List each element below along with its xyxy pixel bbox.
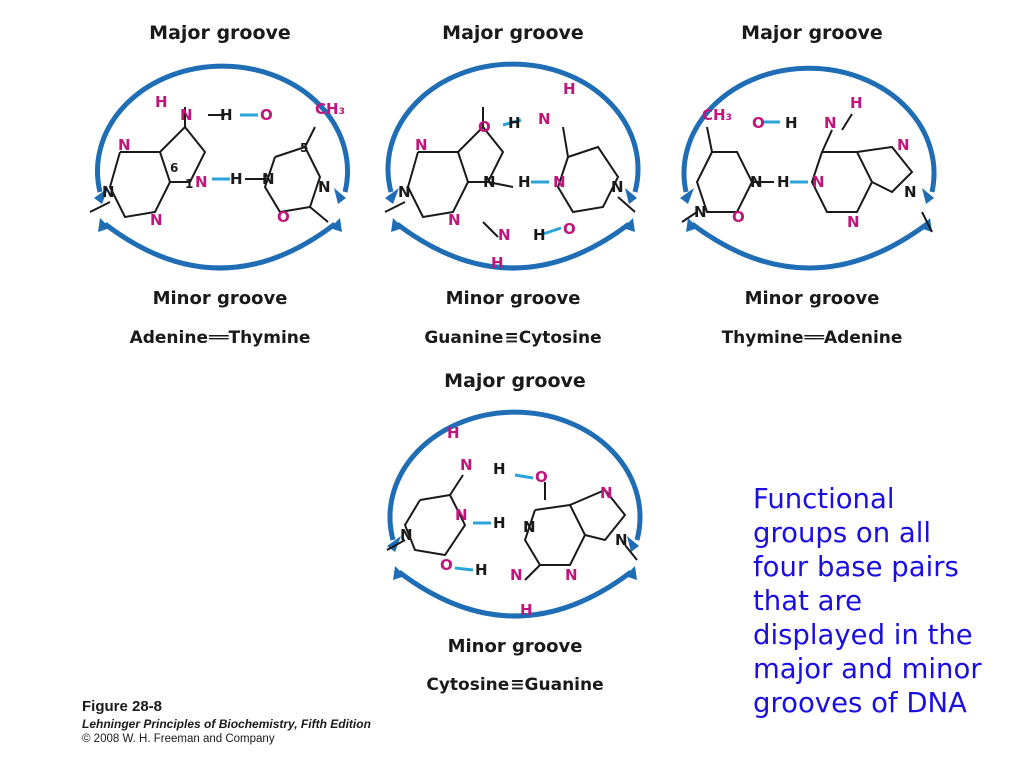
svg-text:H: H bbox=[447, 424, 460, 442]
svg-text:N: N bbox=[600, 484, 613, 502]
svg-text:H: H bbox=[220, 106, 233, 124]
adenine-thymine-structure: H N H O CH₃ N N H N N N O N 6 1 5 bbox=[89, 63, 350, 271]
cytosine-guanine-structure: H N H O N H N N O H N H N N N bbox=[386, 409, 643, 619]
svg-text:N: N bbox=[904, 183, 917, 201]
svg-text:N: N bbox=[498, 226, 511, 244]
svg-text:5: 5 bbox=[300, 141, 308, 155]
svg-text:H: H bbox=[785, 114, 798, 132]
svg-text:N: N bbox=[615, 531, 628, 549]
svg-text:N: N bbox=[565, 566, 578, 584]
svg-text:N: N bbox=[847, 213, 860, 231]
svg-text:N: N bbox=[750, 173, 763, 191]
svg-text:1: 1 bbox=[185, 177, 193, 191]
svg-text:O: O bbox=[535, 468, 548, 486]
svg-text:O: O bbox=[752, 114, 765, 132]
svg-text:O: O bbox=[277, 208, 290, 226]
svg-text:N: N bbox=[102, 183, 115, 201]
svg-text:N: N bbox=[150, 211, 163, 229]
svg-text:N: N bbox=[611, 178, 624, 196]
svg-text:N: N bbox=[694, 203, 707, 221]
svg-text:N: N bbox=[398, 183, 411, 201]
svg-text:H: H bbox=[508, 114, 521, 132]
caption-line: Functional bbox=[753, 483, 895, 515]
svg-text:N: N bbox=[448, 211, 461, 229]
svg-text:O: O bbox=[440, 556, 453, 574]
svg-text:O: O bbox=[260, 106, 273, 124]
caption-line: four base pairs bbox=[753, 551, 959, 583]
caption-line: grooves of DNA bbox=[753, 687, 967, 719]
book-title: Lehninger Principles of Biochemistry, Fi… bbox=[82, 717, 371, 731]
svg-text:O: O bbox=[478, 118, 491, 136]
major-groove-arrow bbox=[95, 63, 350, 193]
caption-line: displayed in the bbox=[753, 619, 973, 651]
svg-text:O: O bbox=[563, 220, 576, 238]
svg-text:CH₃: CH₃ bbox=[315, 100, 345, 118]
caption-line: major and minor bbox=[753, 653, 982, 685]
panel-cytosine-guanine: Major groove H N H O N H N N O bbox=[375, 370, 655, 700]
panel-adenine-thymine: Major groove H N H O CH₃ N N H bbox=[80, 22, 360, 352]
base-pair-label: Thymine══Adenine bbox=[721, 328, 903, 348]
svg-text:H: H bbox=[491, 254, 504, 272]
base-pair-label: Adenine══Thymine bbox=[129, 328, 311, 348]
svg-text:H: H bbox=[230, 170, 243, 188]
svg-text:H: H bbox=[563, 80, 576, 98]
svg-text:H: H bbox=[520, 601, 533, 619]
thymine-adenine-structure: CH₃ O H N H N H N N O N N N bbox=[680, 65, 937, 271]
svg-text:N: N bbox=[812, 173, 825, 191]
svg-text:H: H bbox=[518, 173, 531, 191]
svg-text:H: H bbox=[777, 173, 790, 191]
svg-text:N: N bbox=[262, 170, 275, 188]
svg-text:H: H bbox=[493, 460, 506, 478]
svg-text:CH₃: CH₃ bbox=[702, 106, 732, 124]
svg-text:H: H bbox=[850, 94, 863, 112]
svg-text:H: H bbox=[533, 226, 546, 244]
caption-line: groups on all bbox=[753, 517, 932, 549]
svg-text:N: N bbox=[455, 506, 468, 524]
major-groove-label: Major groove bbox=[444, 370, 586, 392]
svg-text:N: N bbox=[483, 173, 496, 191]
svg-text:N: N bbox=[460, 456, 473, 474]
svg-text:N: N bbox=[400, 526, 413, 544]
base-pair-label: Cytosine≡Guanine bbox=[426, 675, 604, 695]
major-groove-label: Major groove bbox=[149, 22, 291, 44]
svg-text:H: H bbox=[493, 514, 506, 532]
svg-text:H: H bbox=[475, 561, 488, 579]
svg-text:O: O bbox=[732, 208, 745, 226]
svg-text:N: N bbox=[897, 136, 910, 154]
svg-text:N: N bbox=[415, 136, 428, 154]
svg-text:N: N bbox=[510, 566, 523, 584]
minor-groove-label: Minor groove bbox=[152, 288, 288, 309]
svg-text:6: 6 bbox=[170, 161, 178, 175]
svg-text:N: N bbox=[118, 136, 131, 154]
figure-credit: Figure 28-8 Lehninger Principles of Bioc… bbox=[82, 698, 371, 745]
minor-groove-arrow bbox=[103, 222, 337, 271]
panel-thymine-adenine: Major groove CH₃ O H N H N H N bbox=[672, 22, 952, 352]
major-groove-label: Major groove bbox=[741, 22, 883, 44]
svg-text:H: H bbox=[155, 93, 168, 111]
minor-groove-label: Minor groove bbox=[744, 288, 880, 309]
caption-text: Functional groups on all four base pairs… bbox=[753, 482, 1021, 720]
svg-text:N: N bbox=[538, 110, 551, 128]
panel-guanine-cytosine: Major groove O H N H N N H N N bbox=[373, 22, 653, 352]
svg-text:N: N bbox=[195, 173, 208, 191]
guanine-cytosine-structure: O H N H N N H N N N N H O H N bbox=[384, 61, 641, 272]
copyright-text: © 2008 W. H. Freeman and Company bbox=[82, 733, 275, 745]
figure-number: Figure 28-8 bbox=[82, 698, 163, 715]
svg-text:N: N bbox=[318, 178, 331, 196]
svg-text:N: N bbox=[824, 114, 837, 132]
svg-text:N: N bbox=[523, 518, 536, 536]
minor-groove-label: Minor groove bbox=[447, 636, 583, 657]
svg-text:N: N bbox=[553, 173, 566, 191]
caption-line: that are bbox=[753, 585, 863, 617]
major-groove-label: Major groove bbox=[442, 22, 584, 44]
base-pair-label: Guanine≡Cytosine bbox=[424, 328, 602, 348]
minor-groove-label: Minor groove bbox=[445, 288, 581, 309]
svg-text:N: N bbox=[180, 106, 193, 124]
